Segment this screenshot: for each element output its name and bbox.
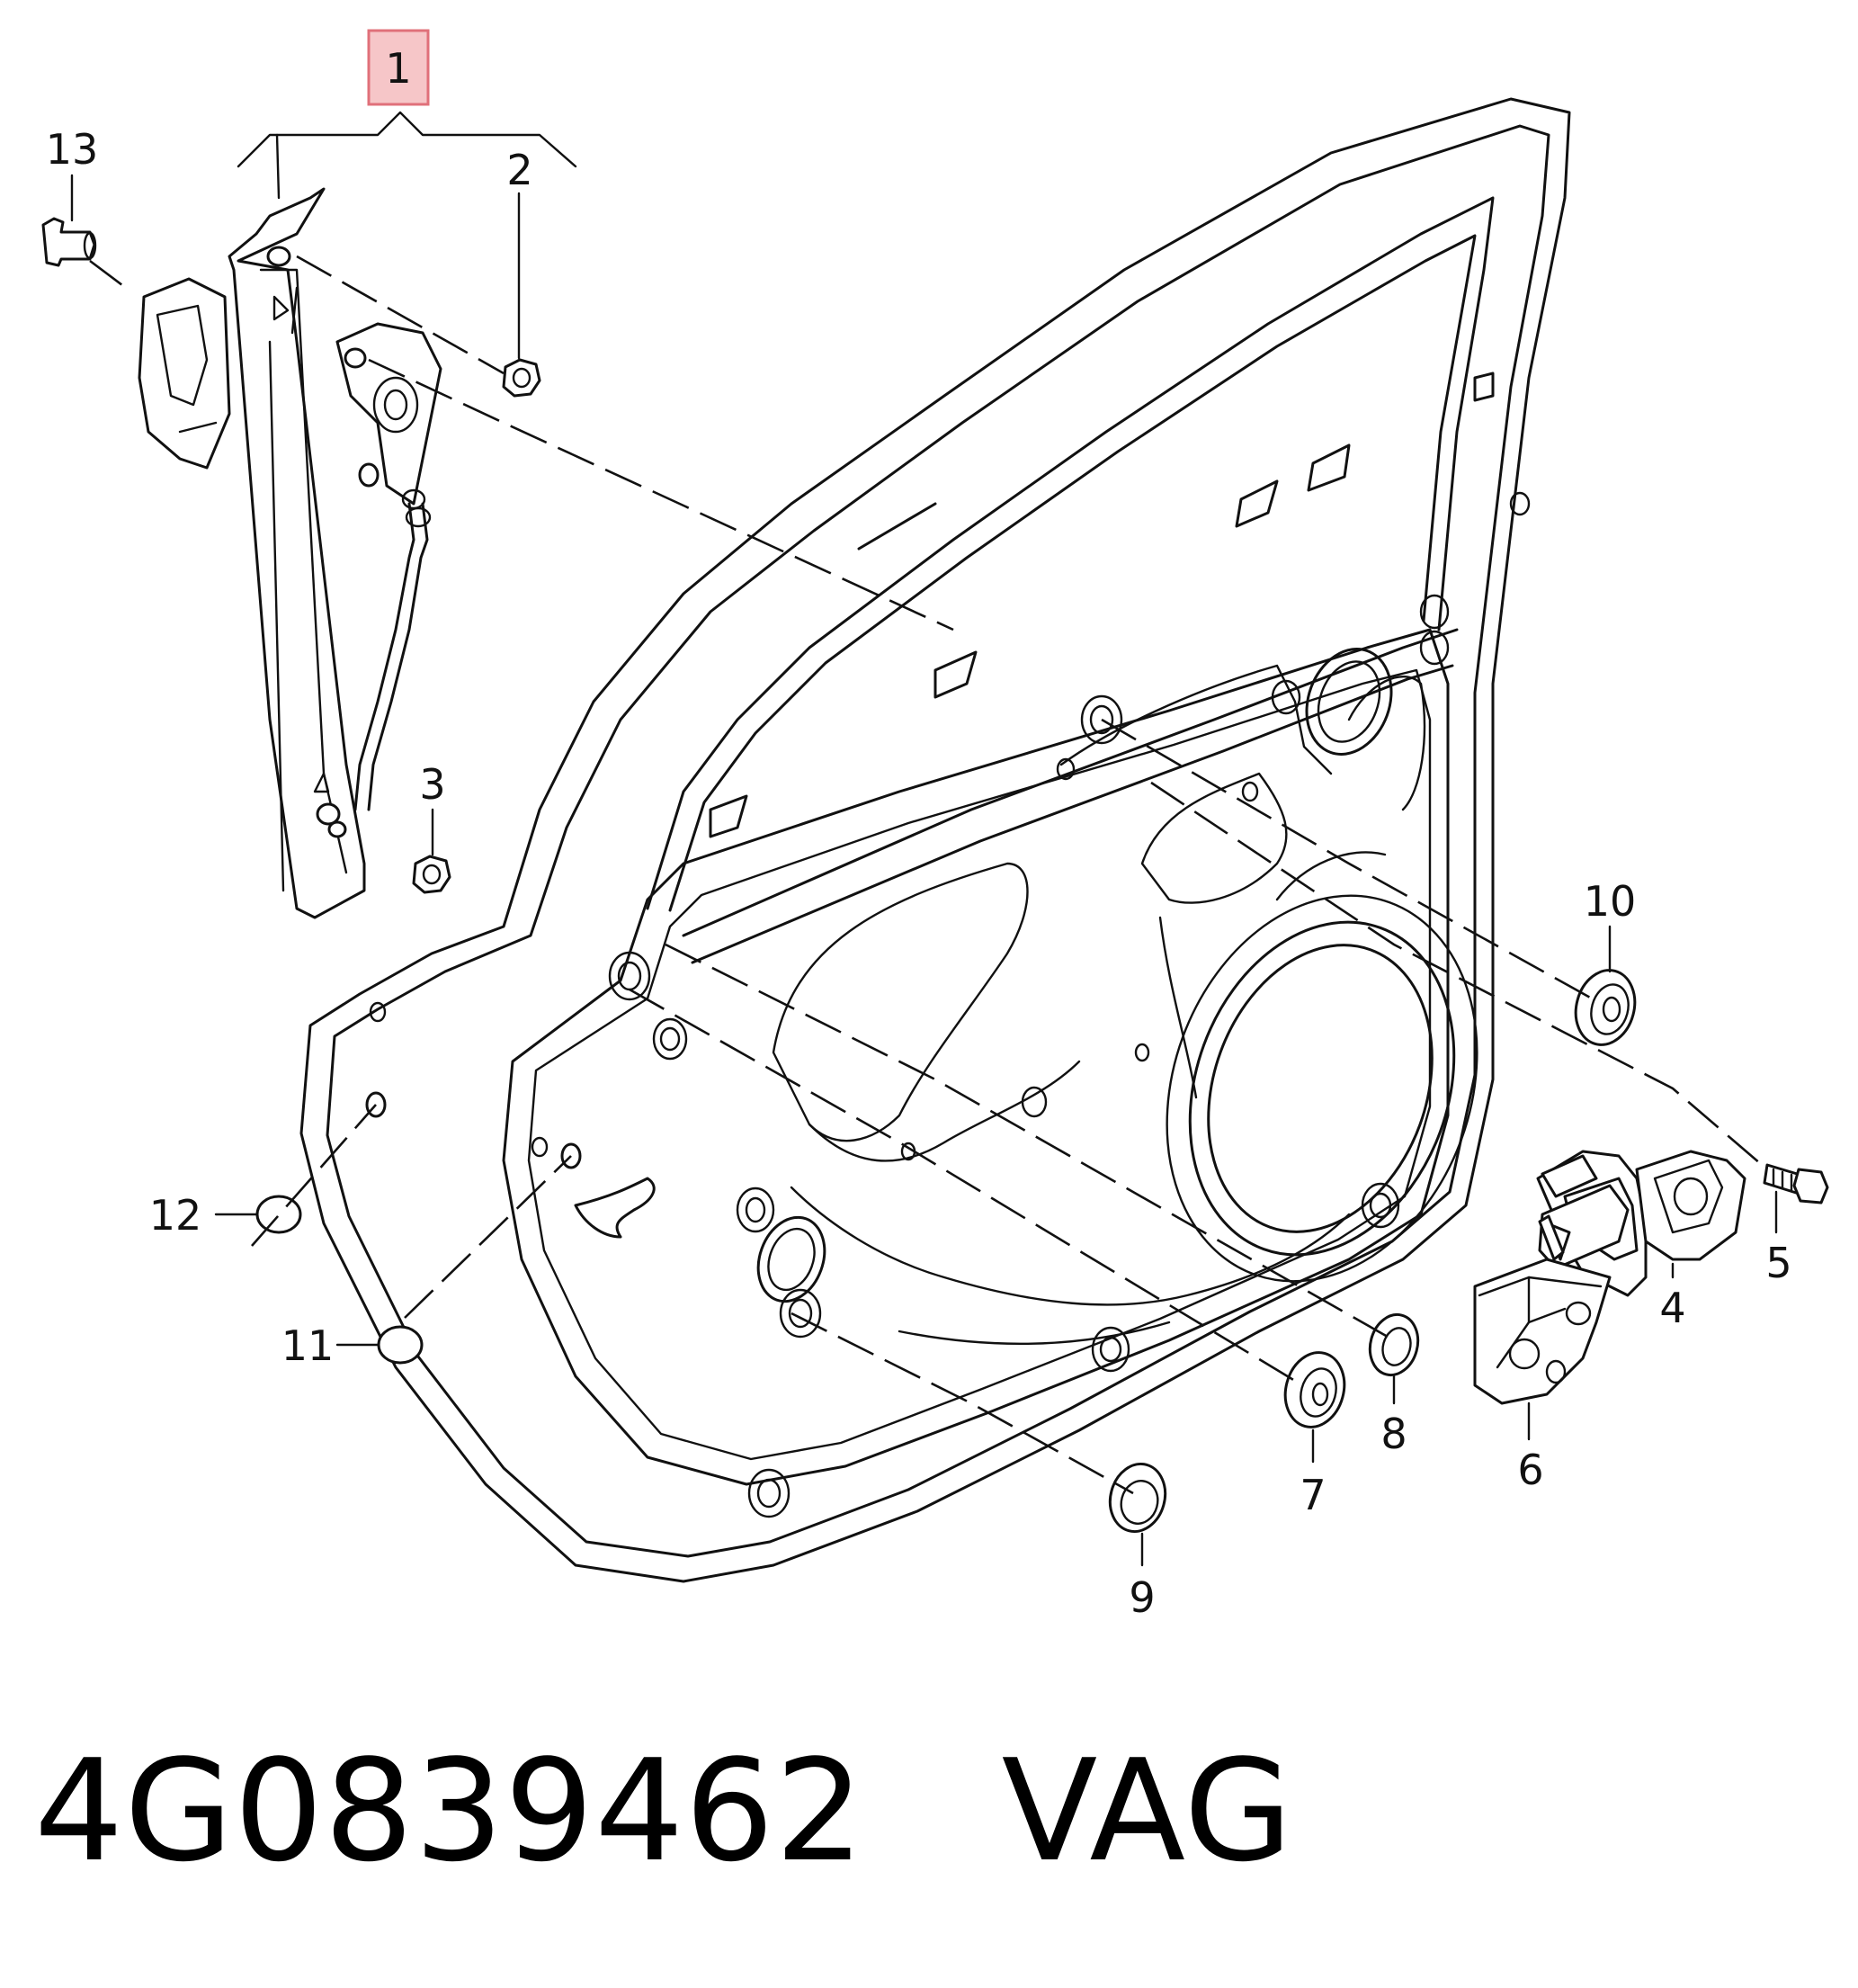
leader-lines [70, 111, 1778, 1567]
callout-7: 7 [1300, 1471, 1326, 1519]
part-6-control-module [1473, 1258, 1612, 1405]
part-8-grommet [1368, 1312, 1420, 1377]
callout-6: 6 [1517, 1446, 1543, 1494]
part-9-plug [1108, 1462, 1167, 1534]
callout-8: 8 [1380, 1410, 1407, 1458]
part-12-cap [255, 1195, 302, 1234]
callout-10: 10 [1584, 877, 1637, 926]
callout-2: 2 [506, 146, 532, 194]
part-3-nut [412, 855, 451, 894]
part-10-grommet [1574, 969, 1637, 1046]
callout-1-highlight [367, 29, 430, 106]
callout-1: 1 [385, 44, 411, 93]
part-5-bolt [1763, 1163, 1829, 1204]
callout-3: 3 [419, 760, 445, 809]
part-number-caption: 4G0839462 VAG [34, 1729, 1294, 1893]
part-13-pin [41, 217, 97, 267]
callout-12: 12 [149, 1191, 202, 1240]
callout-4: 4 [1659, 1284, 1685, 1332]
callout-11: 11 [281, 1321, 335, 1370]
callout-5: 5 [1765, 1239, 1791, 1287]
part-2-nut [502, 358, 541, 398]
door-shell [299, 97, 1571, 1583]
part-7-grommet [1283, 1351, 1346, 1428]
window-regulator [138, 187, 442, 919]
part-11-cap [377, 1325, 424, 1365]
callout-13: 13 [46, 125, 99, 174]
part-4-motor [1536, 1150, 1746, 1297]
callout-9: 9 [1129, 1573, 1155, 1622]
assembly-dash-lines [89, 255, 1768, 1495]
